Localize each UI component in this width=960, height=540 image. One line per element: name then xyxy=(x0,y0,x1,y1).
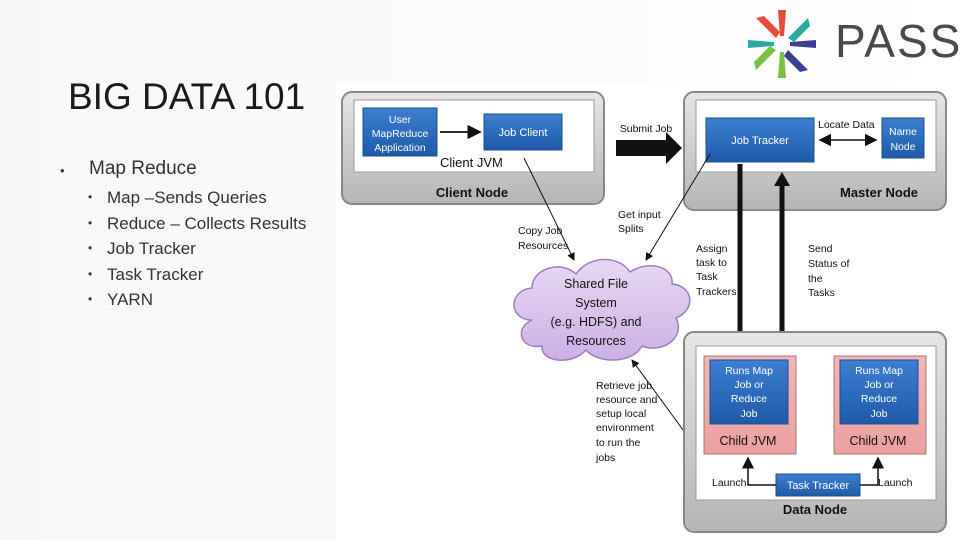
submit-job-label: Submit Job xyxy=(620,123,673,135)
user-app-line3: Application xyxy=(374,142,426,154)
shared-fs-line1: Shared File xyxy=(564,277,628,291)
name-node-line2: Node xyxy=(890,141,915,153)
job-client-box xyxy=(483,113,563,151)
sub-bullet-map: Map –Sends Queries xyxy=(60,185,306,211)
locate-data-label: Locate Data xyxy=(818,119,875,131)
assign-task-line2: task to xyxy=(696,257,727,269)
assign-task-line1: Assign xyxy=(696,243,728,255)
job-tracker-box xyxy=(705,117,815,163)
client-node: User MapReduce Application Job Client Cl… xyxy=(341,91,605,205)
send-status-line4: Tasks xyxy=(808,287,835,299)
runs-map-right-line2: Job or xyxy=(864,379,894,391)
slide-title: BIG DATA 101 xyxy=(68,76,306,117)
mapreduce-architecture-diagram: User MapReduce Application Job Client Cl… xyxy=(336,84,960,540)
launch-right-label: Launch xyxy=(878,477,913,489)
sub-bullet-reduce: Reduce – Collects Results xyxy=(60,211,306,237)
launch-left-label: Launch xyxy=(712,477,747,489)
launch-left-arrow xyxy=(742,456,776,486)
get-input-splits-line2: Splits xyxy=(618,223,644,235)
task-tracker-label: Task Tracker xyxy=(787,480,850,492)
send-status-line2: Status of xyxy=(808,258,850,270)
send-status-arrow-head xyxy=(774,172,790,186)
child-jvm-left-label: Child JVM xyxy=(720,434,777,448)
copy-job-resources-line2: Resources xyxy=(518,240,568,252)
get-input-splits-line1: Get input xyxy=(618,209,661,221)
get-input-splits-arrow xyxy=(645,153,711,261)
master-node: Job Tracker Name Node Locate Data Master… xyxy=(683,91,947,211)
runs-map-left-line2: Job or xyxy=(734,379,764,391)
sub-bullet-task-tracker: Task Tracker xyxy=(60,262,306,288)
retrieve-line4: environment xyxy=(596,422,654,434)
copy-resources-arrow xyxy=(523,157,575,261)
data-node-label: Data Node xyxy=(783,502,847,517)
bullet-mapreduce: Map Reduce xyxy=(60,158,306,184)
send-status-line1: Send xyxy=(808,243,833,255)
job-tracker-label: Job Tracker xyxy=(731,135,789,147)
runs-map-right-line4: Job xyxy=(871,408,888,420)
runs-map-left-line3: Reduce xyxy=(731,393,767,405)
shared-fs-line2: System xyxy=(575,296,617,310)
runs-map-right-box xyxy=(839,359,919,425)
client-node-label: Client Node xyxy=(436,185,508,200)
user-app-line2: MapReduce xyxy=(372,128,429,140)
retrieve-job-arrow xyxy=(631,359,687,435)
runs-map-right-line3: Reduce xyxy=(861,393,897,405)
master-node-label: Master Node xyxy=(840,185,918,200)
pass-logo xyxy=(738,4,954,84)
shared-fs-line3: (e.g. HDFS) and xyxy=(550,315,641,329)
retrieve-line5: to run the xyxy=(596,437,641,449)
user-app-line1: User xyxy=(389,114,412,126)
job-client-label: Job Client xyxy=(499,127,548,139)
runs-map-right-line1: Runs Map xyxy=(855,365,903,377)
shared-file-system-cloud: Shared File System (e.g. HDFS) and Resou… xyxy=(513,258,691,361)
sub-bullet-job-tracker: Job Tracker xyxy=(60,236,306,262)
send-status-line3: the xyxy=(808,273,823,285)
user-app-box xyxy=(362,107,438,157)
launch-right-arrow xyxy=(860,456,884,486)
runs-map-left-box xyxy=(709,359,789,425)
retrieve-line3: setup local xyxy=(596,408,646,420)
bullet-list: Map Reduce Map –Sends Queries Reduce – C… xyxy=(60,158,306,313)
name-node-box xyxy=(881,117,925,159)
copy-job-resources-line1: Copy Job xyxy=(518,225,563,237)
submit-job-arrow xyxy=(616,132,682,164)
logo-wordmark: PASS xyxy=(835,15,960,67)
client-jvm-label: Client JVM xyxy=(440,155,503,170)
data-node: Runs Map Job or Reduce Job Child JVM Run… xyxy=(683,331,947,533)
runs-map-left-line4: Job xyxy=(741,408,758,420)
retrieve-line2: resource and xyxy=(596,394,657,406)
assign-task-line3: Task xyxy=(696,271,718,283)
retrieve-line1: Retrieve job xyxy=(596,380,652,392)
shared-fs-line4: Resources xyxy=(566,334,626,348)
retrieve-line6: jobs xyxy=(595,452,615,464)
sub-bullet-list: Map –Sends Queries Reduce – Collects Res… xyxy=(60,185,306,313)
child-jvm-right-label: Child JVM xyxy=(850,434,907,448)
runs-map-left-line1: Runs Map xyxy=(725,365,773,377)
pass-logo-icon xyxy=(748,10,816,78)
assign-task-line4: Trackers xyxy=(696,286,736,298)
name-node-line1: Name xyxy=(889,126,917,138)
sub-bullet-yarn: YARN xyxy=(60,287,306,313)
